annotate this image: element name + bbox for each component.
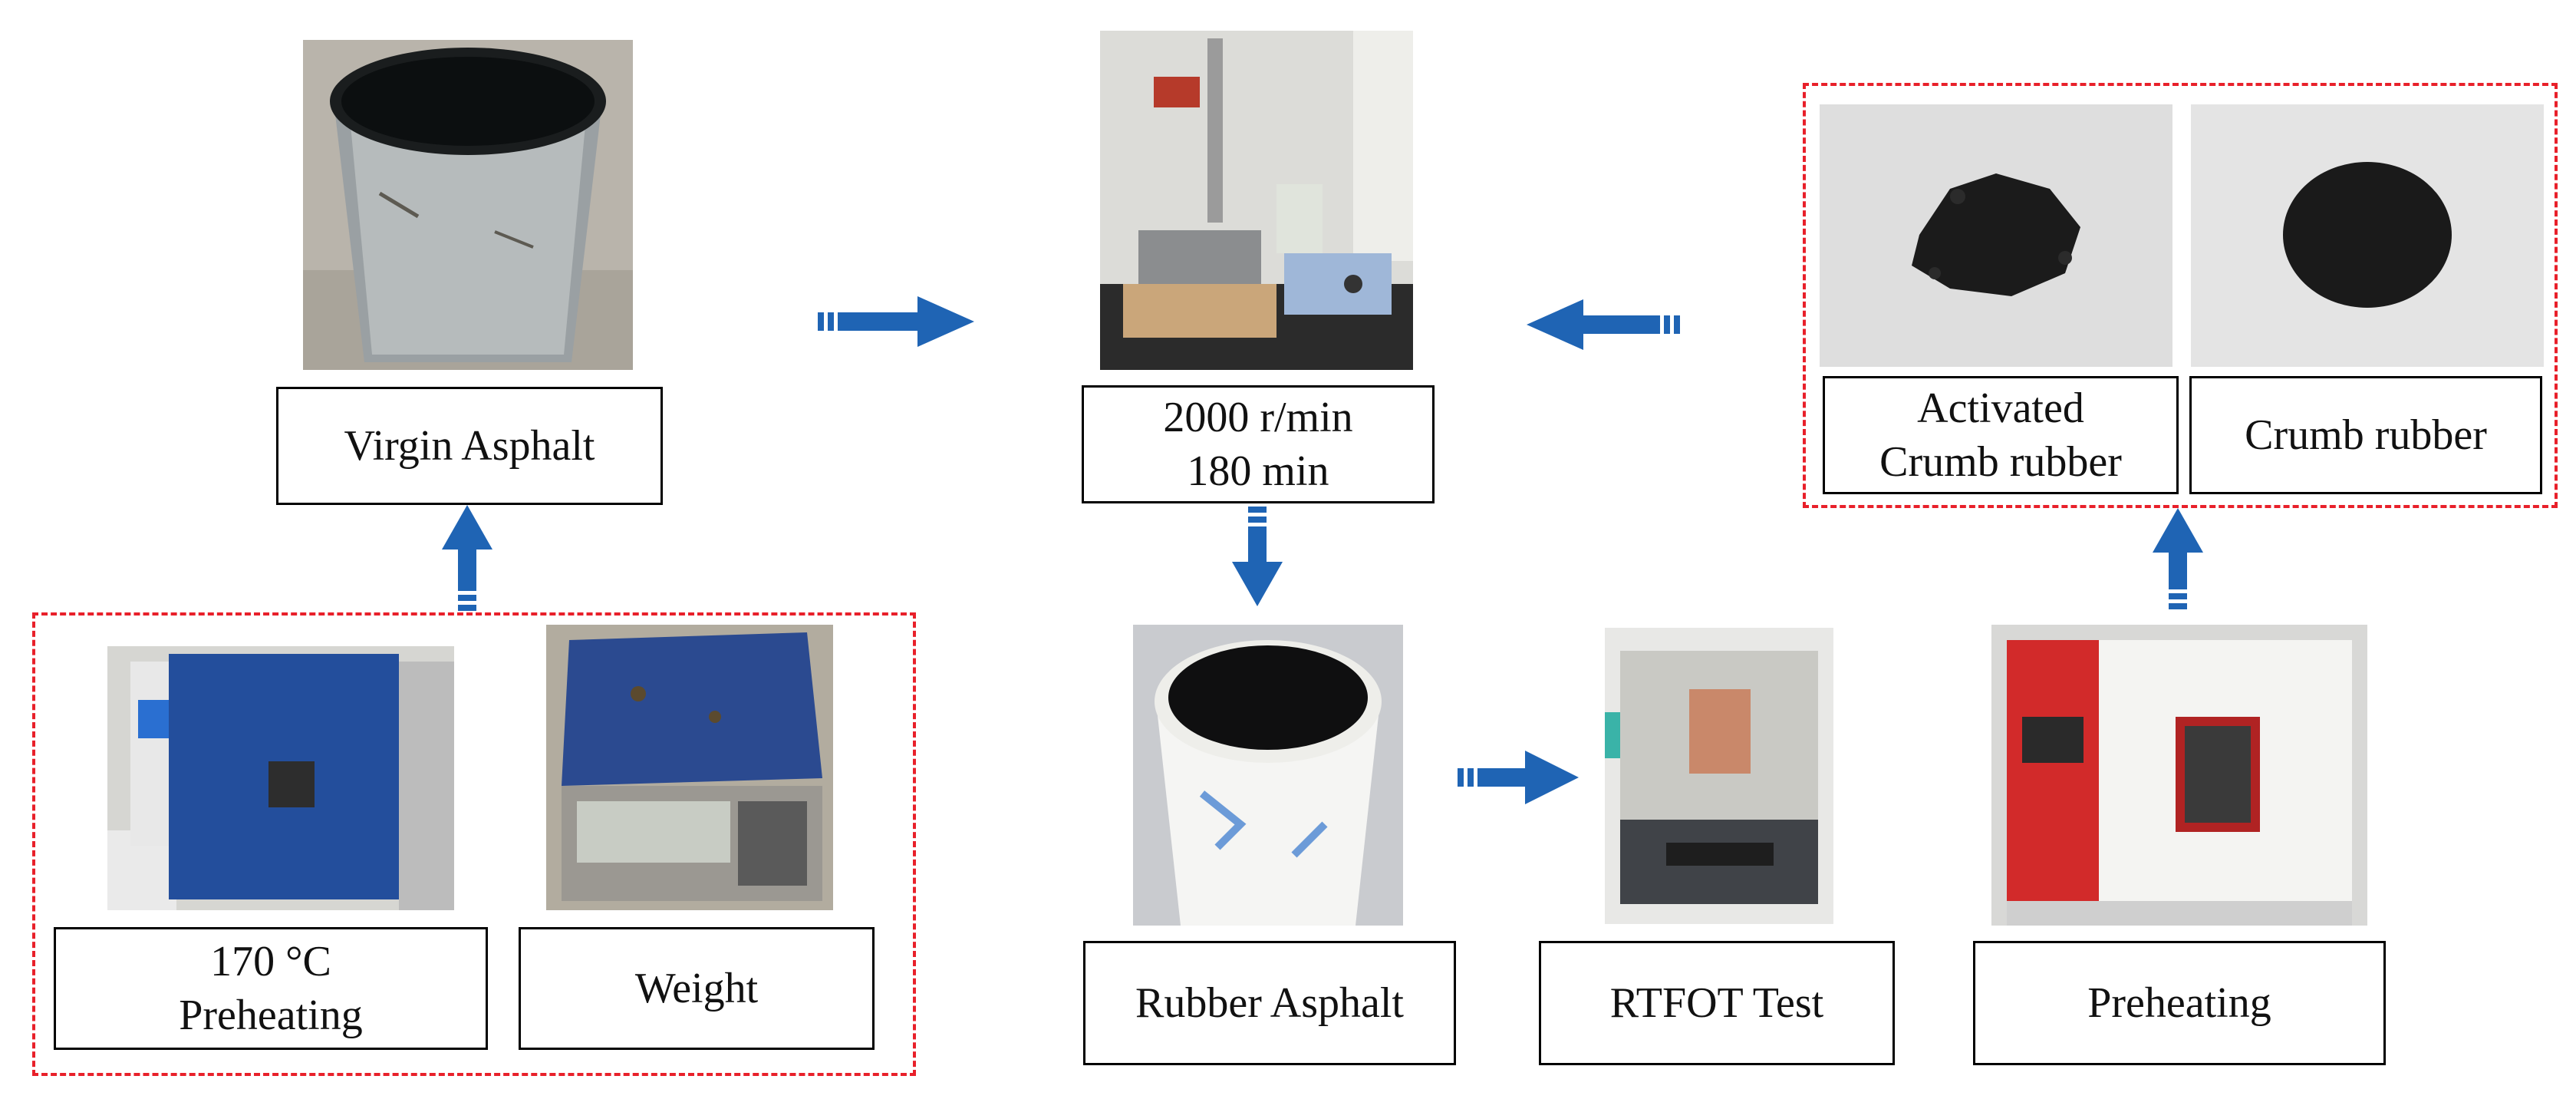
arrow-right-to-mixer (818, 296, 974, 347)
mixing-conditions-label: 2000 r/min 180 min (1082, 385, 1435, 503)
rtfot-oven-photo (1605, 628, 1833, 924)
virgin-asphalt-photo (303, 40, 633, 370)
arrow-down-to-rubber-asphalt (1232, 507, 1283, 606)
preheating-oven-photo (1991, 625, 2367, 926)
arrow-up-to-crumb-rubber (2153, 508, 2203, 611)
arrow-right-to-rtfot (1458, 751, 1579, 804)
arrow-left-to-mixer (1527, 299, 1680, 350)
preheating-170-label: 170 °C Preheating (54, 927, 488, 1050)
rtfot-test-label: RTFOT Test (1539, 941, 1895, 1065)
preheating-weight-group (32, 612, 916, 1076)
preheating-label: Preheating (1973, 941, 2386, 1065)
activated-crumb-rubber-photo (1820, 104, 2172, 367)
weight-label: Weight (519, 927, 875, 1050)
rubber-asphalt-label: Rubber Asphalt (1083, 941, 1456, 1065)
weighing-scale-photo (546, 625, 833, 910)
crumb-rubber-photo (2191, 104, 2544, 367)
blue-oven-photo (107, 646, 454, 910)
virgin-asphalt-label: Virgin Asphalt (276, 387, 663, 505)
rubber-asphalt-cup-photo (1133, 625, 1403, 926)
arrow-up-to-virgin-asphalt (442, 505, 492, 612)
activated-crumb-rubber-label: Activated Crumb rubber (1823, 376, 2179, 494)
crumb-rubber-group (1803, 83, 2558, 508)
crumb-rubber-label: Crumb rubber (2189, 376, 2542, 494)
mixer-apparatus-photo (1100, 31, 1413, 370)
